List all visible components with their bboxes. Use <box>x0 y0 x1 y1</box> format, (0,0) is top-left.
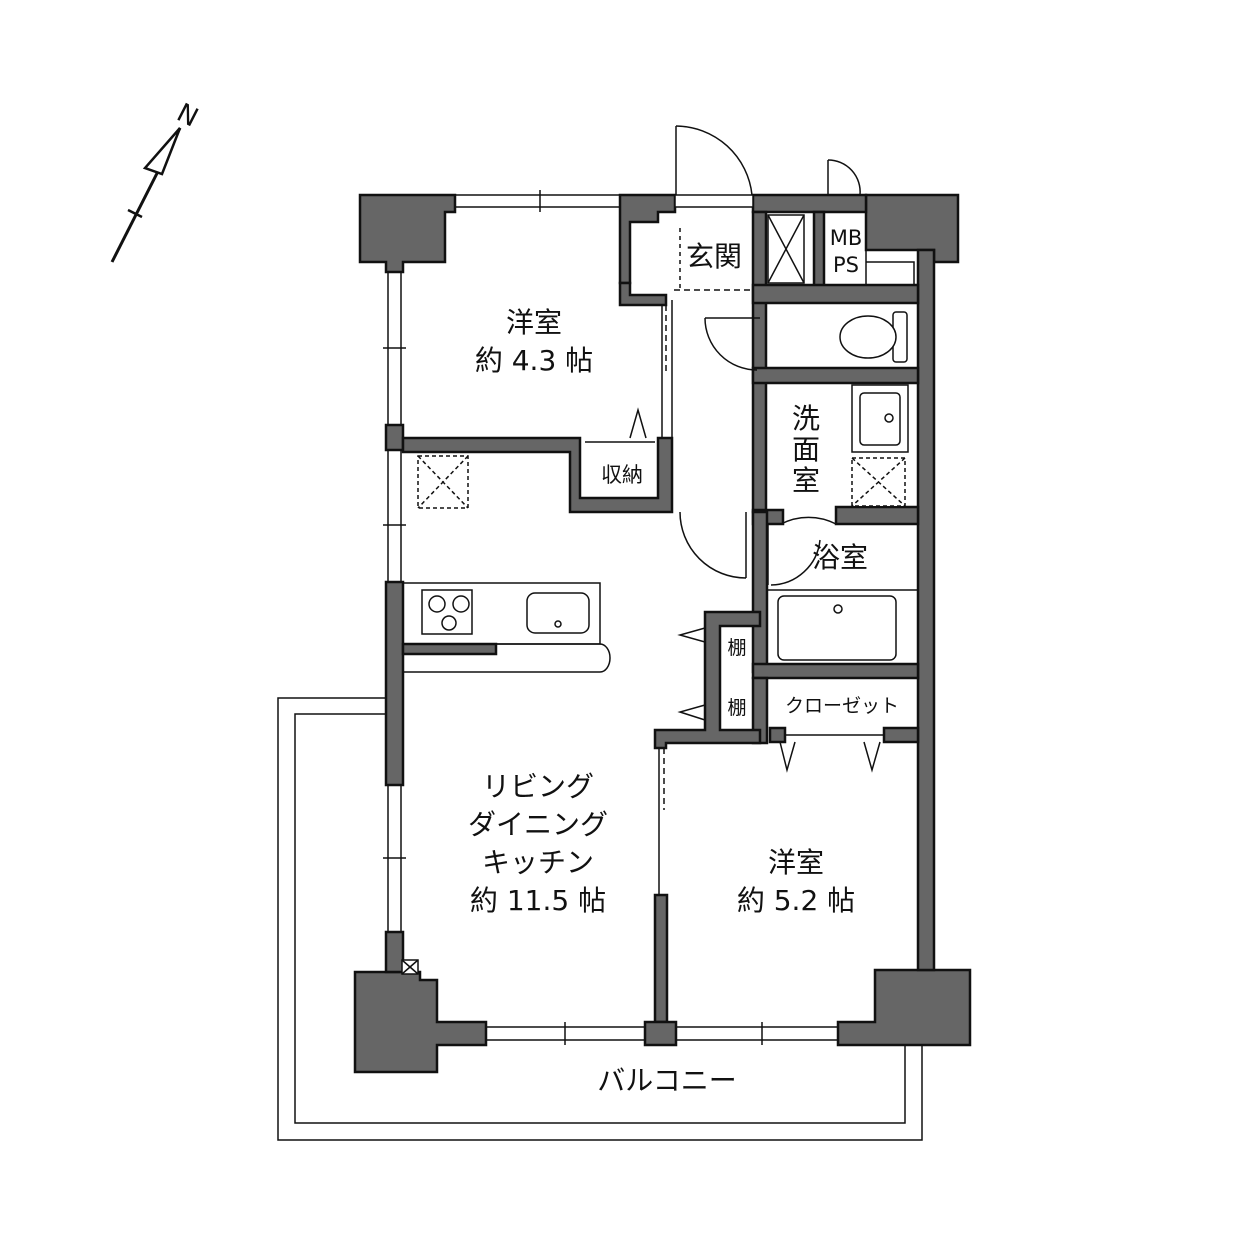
closet-label: クローゼット <box>785 695 899 717</box>
shelf2-label: 棚 <box>727 697 746 719</box>
ldk-label-3: キッチン <box>482 846 594 879</box>
bathtub-icon <box>777 595 897 661</box>
labels: 洋室 約 4.3 帖 玄関 MB PS 洗 面 室 浴室 収納 棚 棚 クローゼ… <box>468 226 899 1097</box>
room2-size: 約 5.2 帖 <box>737 884 855 917</box>
kitchen-counter <box>403 582 611 673</box>
compass-label: N <box>172 98 203 134</box>
doors <box>585 125 918 895</box>
room2-name: 洋室 <box>768 846 824 879</box>
column-bottom-right <box>836 968 972 1047</box>
storage-label: 収納 <box>601 463 643 487</box>
column-top-right <box>864 193 960 264</box>
washroom-label-1: 洗 <box>792 402 820 435</box>
sink-icon <box>526 592 590 634</box>
ldk-label-1: リビング <box>482 770 594 803</box>
balcony-label: バルコニー <box>597 1064 736 1097</box>
entrance-label: 玄関 <box>686 240 742 273</box>
refrigerator-space <box>417 455 469 509</box>
column-bottom-left <box>353 970 488 1074</box>
fixtures <box>401 211 915 975</box>
windows <box>383 190 838 1045</box>
ldk-label-2: ダイニング <box>468 808 608 841</box>
shelf1-label: 棚 <box>727 637 746 659</box>
bathroom-label: 浴室 <box>812 541 868 574</box>
washroom-label-2: 面 <box>792 433 820 466</box>
room1-name: 洋室 <box>506 306 562 339</box>
column-top-left <box>358 193 457 274</box>
washing-machine-space <box>851 457 906 507</box>
room1-size: 約 4.3 帖 <box>475 344 593 377</box>
washbasin-icon <box>851 384 909 453</box>
washroom-label-3: 室 <box>792 464 820 497</box>
mbps-label-2: PS <box>833 253 859 277</box>
toilet-icon <box>839 311 908 363</box>
north-arrow-icon: N <box>110 98 203 263</box>
walls <box>353 193 972 1074</box>
ldk-size: 約 11.5 帖 <box>470 884 606 917</box>
balcony <box>277 697 923 1141</box>
mbps-label-1: MB <box>830 226 863 250</box>
